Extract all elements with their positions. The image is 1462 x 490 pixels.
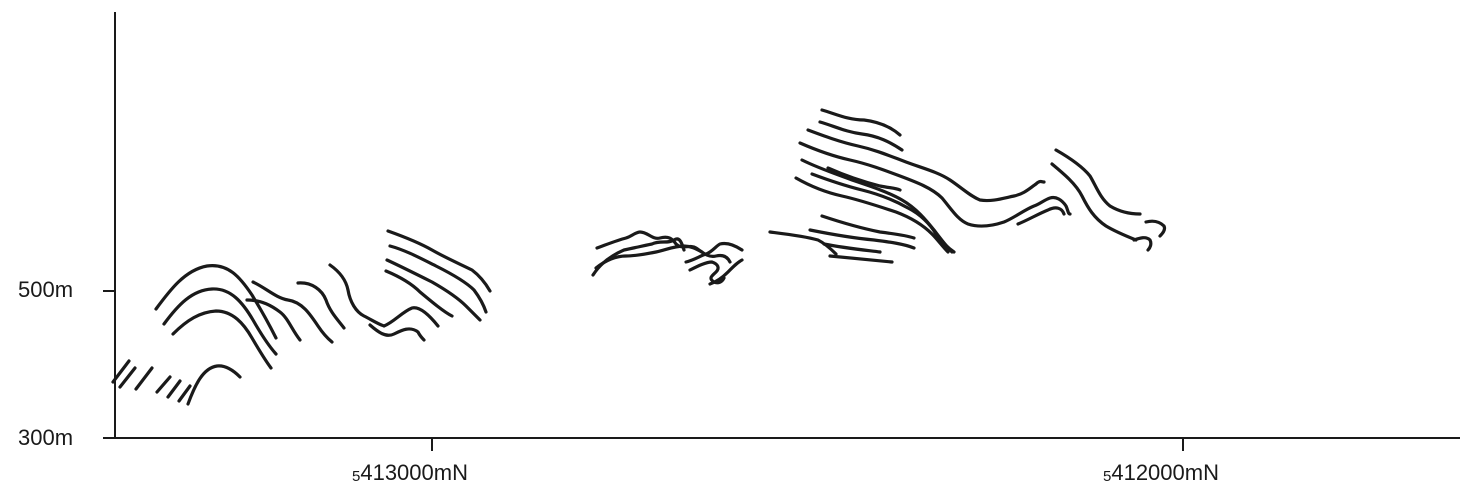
fold-line [164, 289, 276, 354]
structure-group-middle [593, 232, 742, 284]
y-axis-label-300m: 300m [18, 425, 73, 451]
fold-line [136, 368, 152, 389]
fold-line [596, 246, 702, 268]
fold-line [173, 311, 271, 368]
x-label-main: 413000mN [360, 460, 468, 485]
x-axis-label-5413000mN: 5413000mN [352, 460, 468, 486]
fold-line [168, 381, 180, 397]
y-axis-label-500m: 500m [18, 277, 73, 303]
fold-line [1134, 238, 1151, 250]
fold-line [370, 325, 424, 340]
fold-line [808, 130, 1044, 201]
fold-line [157, 377, 170, 392]
structure-group-left [113, 231, 490, 404]
fold-line [388, 231, 490, 291]
fold-line [188, 366, 240, 404]
fold-line [298, 283, 344, 328]
fold-line [1056, 150, 1140, 214]
fold-line [822, 110, 900, 135]
fold-line [1146, 221, 1165, 236]
x-label-main: 412000mN [1111, 460, 1219, 485]
fold-line [830, 256, 892, 262]
x-axis-label-5412000mN: 5412000mN [1103, 460, 1219, 486]
fold-line [387, 260, 480, 320]
structure-group-right [770, 110, 1165, 262]
